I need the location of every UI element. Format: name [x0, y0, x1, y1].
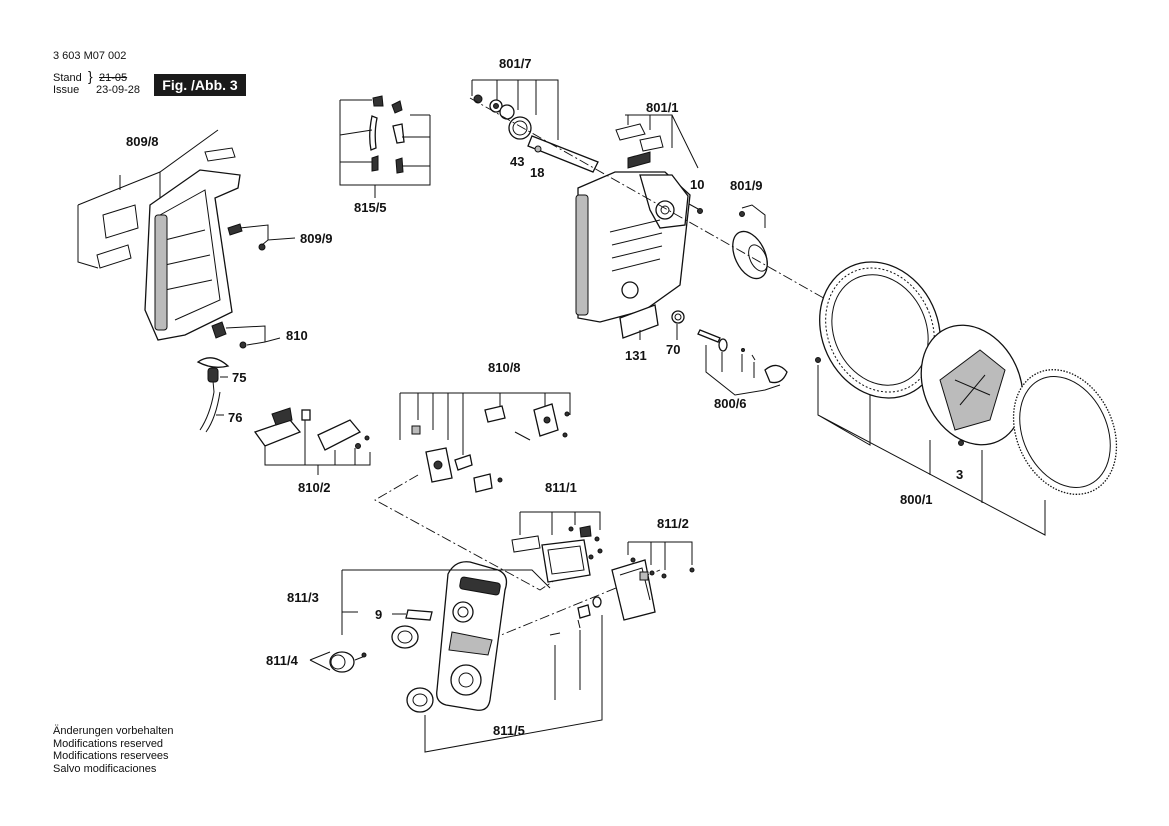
pulley-801-9 — [732, 204, 768, 280]
stand-label: Stand — [53, 72, 82, 84]
issue-date: 23-09-28 — [96, 84, 141, 96]
label-18: 18 — [530, 165, 545, 180]
footer-line-de: Änderungen vorbehalten — [53, 725, 174, 737]
screws-809-9 — [227, 223, 296, 251]
label-811-1: 811/1 — [545, 480, 577, 495]
footer-line-es: Salvo modificaciones — [53, 762, 157, 775]
drum-mesh-800-1 — [1012, 369, 1118, 495]
document-number: 3 603 M07 002 — [53, 50, 127, 62]
main-housing-801-1 — [575, 123, 691, 339]
switch-assembly-810-8 — [399, 392, 571, 493]
cable-clips-815-5 — [339, 95, 431, 198]
screw-800-1 — [815, 357, 821, 363]
hose-clamp-75 — [196, 357, 230, 433]
bearing-70 — [671, 310, 685, 340]
knob-811-5 — [406, 596, 603, 753]
label-815-5: 815/5 — [354, 200, 387, 215]
label-810: 810 — [286, 328, 308, 343]
label-131: 131 — [625, 348, 647, 363]
label-810-2: 810/2 — [298, 480, 331, 495]
assembly-axis-switch — [374, 474, 556, 591]
leader-801-1 — [625, 114, 699, 169]
label-809-8: 809/8 — [126, 134, 159, 149]
issue-label: Issue — [53, 84, 80, 96]
pcb-811-2 — [611, 541, 695, 621]
label-800-1: 800/1 — [900, 492, 933, 507]
label-811-2: 811/2 — [657, 516, 689, 531]
label-811-5: 811/5 — [493, 723, 525, 738]
label-810-8: 810/8 — [488, 360, 521, 375]
label-43: 43 — [510, 154, 525, 169]
label-811-3: 811/3 — [287, 590, 319, 605]
label-card-809 — [96, 147, 236, 269]
drum-ring-800-1 — [819, 261, 941, 399]
front-panel-811-3 — [341, 561, 551, 711]
ring-gasket — [391, 625, 419, 649]
bracket-809-8 — [77, 205, 99, 269]
label-9: 9 — [375, 607, 383, 622]
footer-line-fr: Modifications reservees — [53, 750, 169, 762]
cord-set-810-2 — [253, 407, 371, 475]
label-10: 10 — [690, 177, 705, 192]
label-800-6: 800/6 — [714, 396, 747, 411]
label-75: 75 — [232, 370, 247, 385]
label-70: 70 — [666, 342, 681, 357]
rear-housing-cover — [144, 169, 241, 341]
label-809-9: 809/9 — [300, 231, 333, 246]
leader-809-8 — [77, 129, 219, 206]
label-801-9: 801/9 — [730, 178, 763, 193]
screw-10-head — [697, 208, 703, 214]
brace-glyph: } — [88, 68, 93, 84]
shaft-assembly-801-7 — [471, 79, 599, 173]
stand-date: 21-05 — [99, 72, 128, 84]
leader-800-1 — [817, 365, 1046, 536]
display-811-1 — [511, 511, 603, 583]
drum-housing-800-1 — [920, 324, 1024, 446]
knob-811-4 — [309, 651, 367, 673]
label-9 — [392, 609, 433, 621]
label-76: 76 — [228, 410, 243, 425]
footer-notes: Änderungen vorbehalten Modifications res… — [53, 725, 173, 775]
pin-set-800-6 — [697, 329, 788, 396]
label-801-1: 801/1 — [646, 100, 679, 115]
leader-75-76 — [216, 376, 228, 416]
label-801-7: 801/7 — [499, 56, 532, 71]
figure-badge: Fig. /Abb. 3 — [154, 74, 246, 96]
label-3: 3 — [956, 467, 964, 482]
label-811-4: 811/4 — [266, 653, 298, 668]
clip-810 — [211, 321, 281, 349]
footer-line-en: Modifications reserved — [53, 737, 164, 750]
ticks-809-8 — [119, 172, 161, 198]
